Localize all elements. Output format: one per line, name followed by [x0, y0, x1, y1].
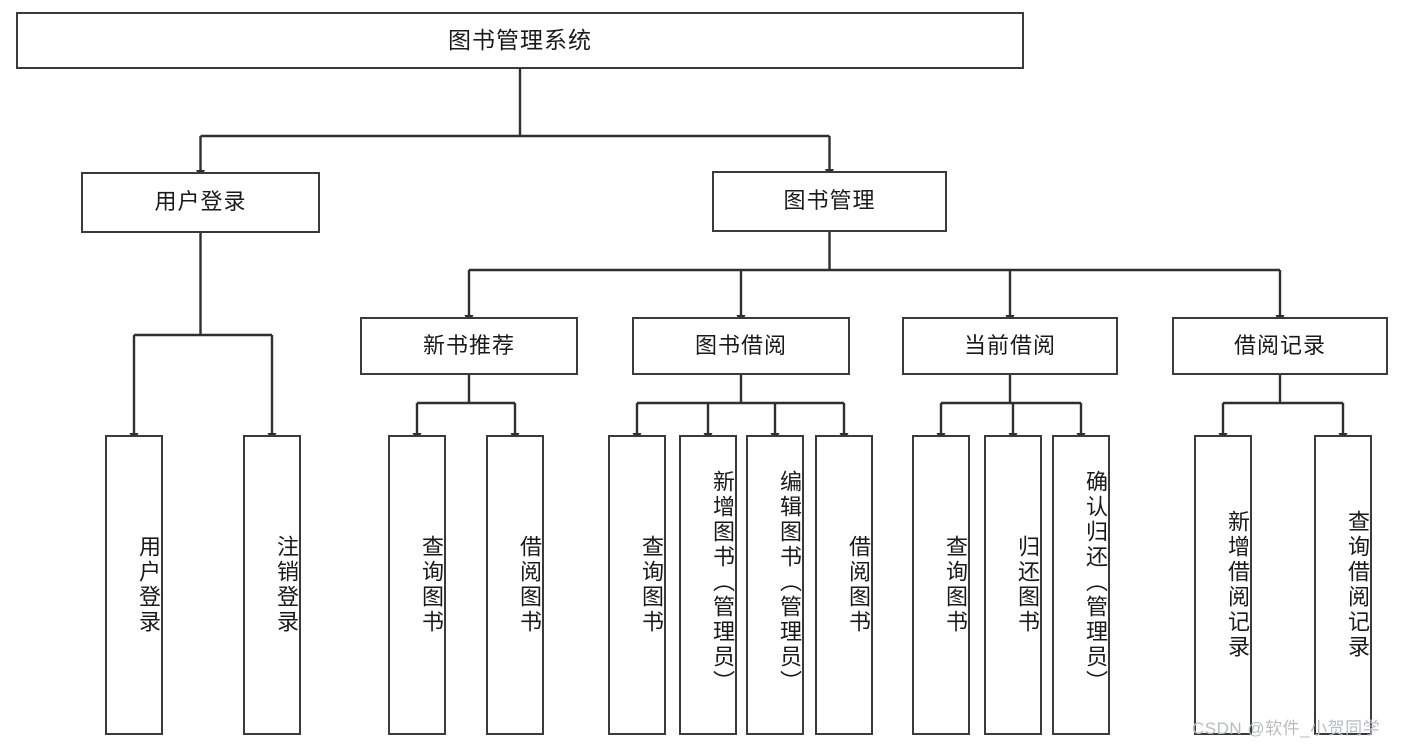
node-borrow-record[interactable]: 借阅记录	[1172, 317, 1388, 375]
node-book-manage[interactable]: 图书管理	[712, 171, 947, 232]
node-leaf-query-book-2[interactable]: 查询图书	[608, 435, 666, 735]
node-leaf-edit-book[interactable]: 编辑图书（管理员）	[746, 435, 804, 735]
node-leaf-add-book[interactable]: 新增图书（管理员）	[679, 435, 737, 735]
node-leaf-borrow-book-1[interactable]: 借阅图书	[486, 435, 544, 735]
node-leaf-user-login[interactable]: 用户登录	[105, 435, 163, 735]
node-leaf-add-record[interactable]: 新增借阅记录	[1194, 435, 1252, 735]
node-user-login[interactable]: 用户登录	[81, 172, 320, 233]
edge-group	[129, 69, 1348, 442]
node-current-borrow[interactable]: 当前借阅	[902, 317, 1118, 375]
csdn-watermark: CSDN @软件_小贺同学	[1192, 719, 1381, 738]
node-leaf-confirm-return[interactable]: 确认归还（管理员）	[1052, 435, 1110, 735]
node-leaf-query-book-3[interactable]: 查询图书	[912, 435, 970, 735]
node-leaf-query-book-1[interactable]: 查询图书	[388, 435, 446, 735]
node-leaf-query-record[interactable]: 查询借阅记录	[1314, 435, 1372, 735]
node-new-book-rec[interactable]: 新书推荐	[360, 317, 578, 375]
node-root[interactable]: 图书管理系统	[16, 12, 1024, 69]
node-book-borrow[interactable]: 图书借阅	[632, 317, 850, 375]
node-leaf-return-book[interactable]: 归还图书	[984, 435, 1042, 735]
node-leaf-logout[interactable]: 注销登录	[243, 435, 301, 735]
node-leaf-borrow-book-2[interactable]: 借阅图书	[815, 435, 873, 735]
